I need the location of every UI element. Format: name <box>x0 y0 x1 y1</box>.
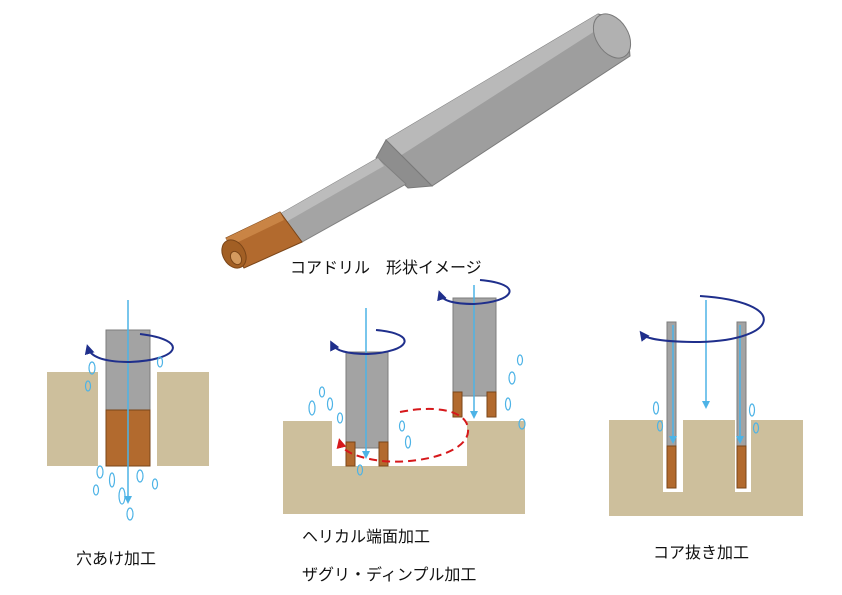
drill-tip-bore <box>229 250 243 266</box>
chips-right <box>652 401 760 434</box>
drill-neck-highlight <box>280 158 384 222</box>
workpiece-left-a <box>47 372 98 466</box>
workpiece-left-b <box>157 372 209 466</box>
drill-shank-end <box>592 13 632 59</box>
core-drill-3d-illustration <box>221 13 632 269</box>
drilling-illustration <box>47 300 209 521</box>
rotation-arrow-middle-2 <box>437 279 511 306</box>
chips-middle <box>308 354 526 476</box>
workpiece-right <box>609 420 803 516</box>
tool-tip-middle-2-a <box>452 391 463 418</box>
label-drilling: 穴あけ加工 <box>76 549 157 568</box>
tool-wall-right-2 <box>736 321 747 447</box>
tool-shank-middle-1 <box>345 351 389 449</box>
drill-shank-highlight <box>386 14 606 156</box>
rotation-arrow-middle-1 <box>330 329 406 356</box>
drill-shank <box>385 13 631 187</box>
tool-tip-right-1 <box>666 445 677 489</box>
drill-neck <box>279 157 407 243</box>
drill-copper-highlight <box>226 212 284 246</box>
tool-tip-right-2 <box>736 445 747 489</box>
tool-tip-middle-1-b <box>378 441 389 467</box>
core-extraction-illustration <box>609 295 803 516</box>
label-counterbore-dimple: ザグリ・ディンプル加工 <box>302 565 477 584</box>
tool-tip-middle-2-b <box>486 391 497 418</box>
label-core-extraction: コア抜き加工 <box>653 543 750 562</box>
chips-left <box>84 356 164 521</box>
label-helical-face: ヘリカル端面加工 <box>302 527 431 546</box>
helical-illustration <box>283 279 526 514</box>
rotation-arrow-right <box>639 295 765 344</box>
workpiece-middle <box>283 421 525 514</box>
rotation-arrow-left <box>84 333 174 364</box>
label-shape-image: コアドリル 形状イメージ <box>290 258 482 277</box>
